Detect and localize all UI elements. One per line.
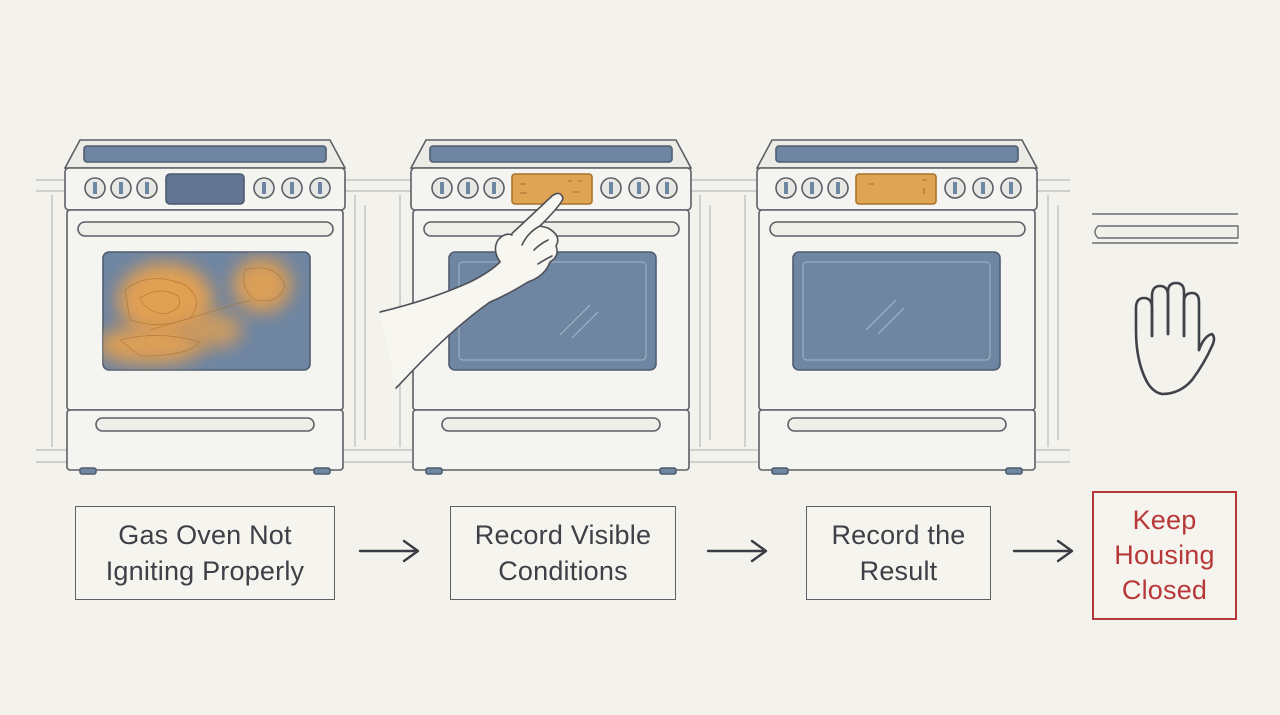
pointing-hand-icon bbox=[379, 192, 564, 389]
display-screen bbox=[855, 173, 937, 205]
partial-appliance-edge bbox=[1092, 213, 1239, 244]
step-1-box: Gas Oven Not Igniting Properly bbox=[75, 506, 335, 600]
step-2-label: Record Visible Conditions bbox=[474, 520, 652, 586]
step-3-box: Record the Result bbox=[806, 506, 991, 600]
display-screen bbox=[165, 173, 245, 205]
oven-1 bbox=[63, 139, 347, 475]
step-4-label: Keep Housing Closed bbox=[1114, 505, 1215, 605]
step-4-warning-box: Keep Housing Closed bbox=[1092, 491, 1237, 620]
step-2-box: Record Visible Conditions bbox=[450, 506, 676, 600]
oven-3 bbox=[755, 139, 1039, 475]
flow-arrow-3 bbox=[1012, 539, 1074, 563]
step-1-label: Gas Oven Not Igniting Properly bbox=[105, 520, 305, 586]
uneven-flame-heatmap bbox=[103, 256, 293, 366]
flow-arrow-2 bbox=[706, 539, 768, 563]
flow-arrow-1 bbox=[358, 539, 420, 563]
step-3-label: Record the Result bbox=[831, 520, 966, 586]
hand-stop-icon bbox=[1134, 281, 1216, 396]
